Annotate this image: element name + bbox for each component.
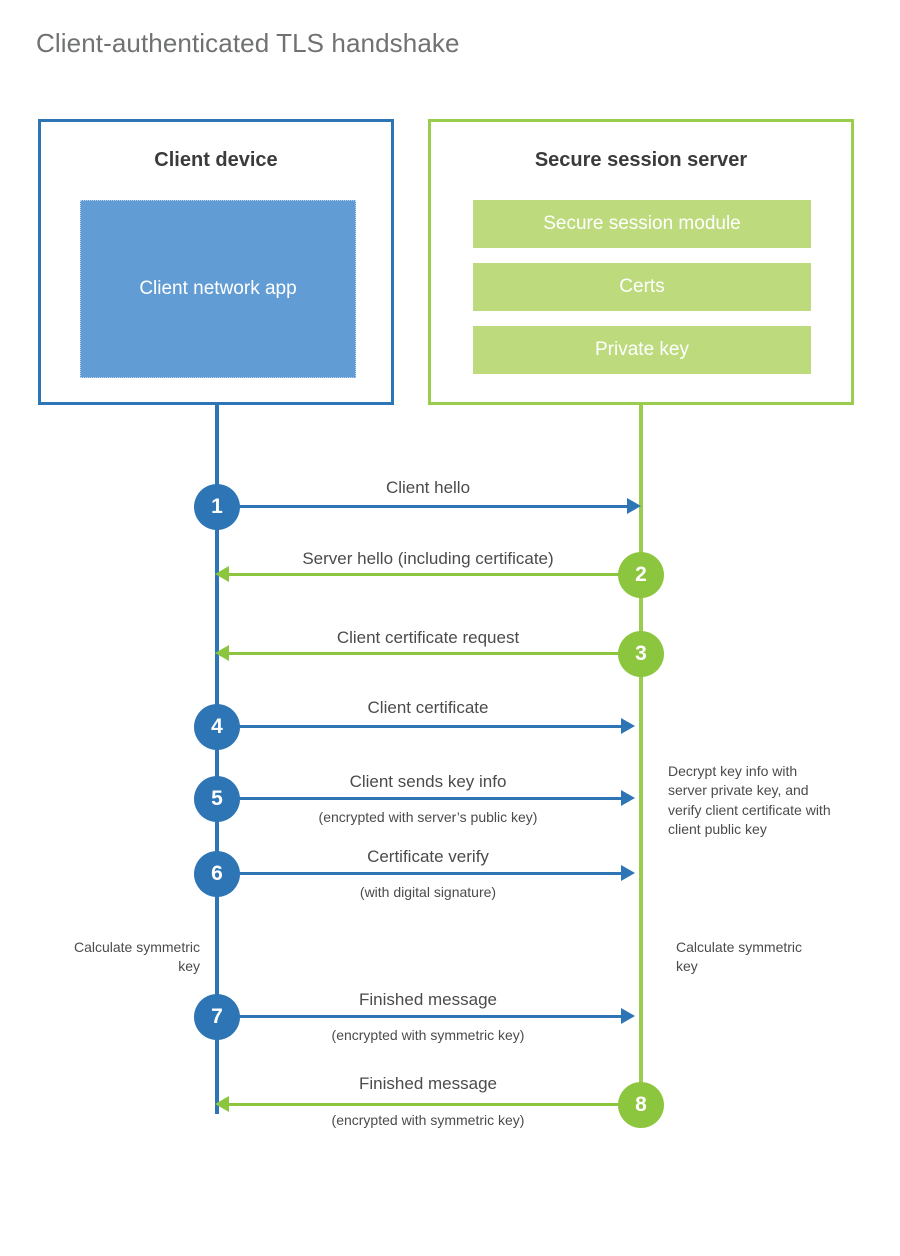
message-sublabel-8: (encrypted with symmetric key) — [331, 1112, 525, 1128]
step-badge-3[interactable]: 3 — [618, 631, 664, 677]
arrow-right-icon-5 — [621, 790, 635, 806]
message-label-4: Client certificate — [367, 698, 489, 717]
server-lifeline — [639, 405, 643, 1105]
message-line-1 — [217, 505, 627, 508]
server-module-private-key: Private key — [473, 326, 811, 374]
page-title: Client-authenticated TLS handshake — [36, 28, 460, 58]
message-line-7 — [217, 1015, 621, 1018]
server-module-secure-session-module: Secure session module — [473, 200, 811, 248]
arrow-left-icon-3 — [215, 645, 229, 661]
message-sublabel-5: (encrypted with server’s public key) — [318, 809, 538, 825]
step-badge-5[interactable]: 5 — [194, 776, 240, 822]
step-badge-2[interactable]: 2 — [618, 552, 664, 598]
arrow-right-icon-4 — [621, 718, 635, 734]
arrow-left-icon-8 — [215, 1096, 229, 1112]
step-badge-1[interactable]: 1 — [194, 484, 240, 530]
message-label-6: Certificate verify — [367, 847, 489, 866]
arrow-right-icon-6 — [621, 865, 635, 881]
server-module-certs: Certs — [473, 263, 811, 311]
step-badge-8[interactable]: 8 — [618, 1082, 664, 1128]
client-device-title: Client device — [154, 149, 278, 171]
message-label-1: Client hello — [385, 478, 471, 497]
client-network-app-label: Client network app — [139, 278, 297, 300]
secure-session-server-box: Secure session server Secure session mod… — [428, 119, 854, 405]
client-device-box: Client device Client network app — [38, 119, 394, 405]
message-sublabel-6: (with digital signature) — [359, 884, 497, 900]
message-line-3 — [229, 652, 629, 655]
step-badge-6[interactable]: 6 — [194, 851, 240, 897]
arrow-right-icon-7 — [621, 1008, 635, 1024]
message-line-2 — [229, 573, 629, 576]
client-lifeline — [215, 405, 219, 1114]
step-badge-7[interactable]: 7 — [194, 994, 240, 1040]
message-line-6 — [217, 872, 621, 875]
message-sublabel-7: (encrypted with symmetric key) — [331, 1027, 525, 1043]
message-line-5 — [217, 797, 621, 800]
message-label-7: Finished message — [359, 990, 497, 1009]
message-label-5: Client sends key info — [349, 772, 507, 791]
arrow-left-icon-2 — [215, 566, 229, 582]
message-line-4 — [217, 725, 621, 728]
server-decrypt-note: Decrypt key info with server private key… — [668, 763, 831, 837]
message-label-8: Finished message — [359, 1074, 497, 1093]
step-badge-4[interactable]: 4 — [194, 704, 240, 750]
client-network-app-block: Client network app — [80, 200, 356, 378]
message-label-3: Client certificate request — [336, 628, 520, 647]
message-label-2: Server hello (including certificate) — [302, 549, 554, 568]
secure-session-server-title: Secure session server — [534, 149, 748, 171]
server-calculate-symmetric-key-note: Calculate symmetric key — [676, 939, 803, 975]
arrow-right-icon-1 — [627, 498, 641, 514]
client-calculate-symmetric-key-note: Calculate symmetric key — [73, 939, 200, 975]
message-line-8 — [229, 1103, 629, 1106]
